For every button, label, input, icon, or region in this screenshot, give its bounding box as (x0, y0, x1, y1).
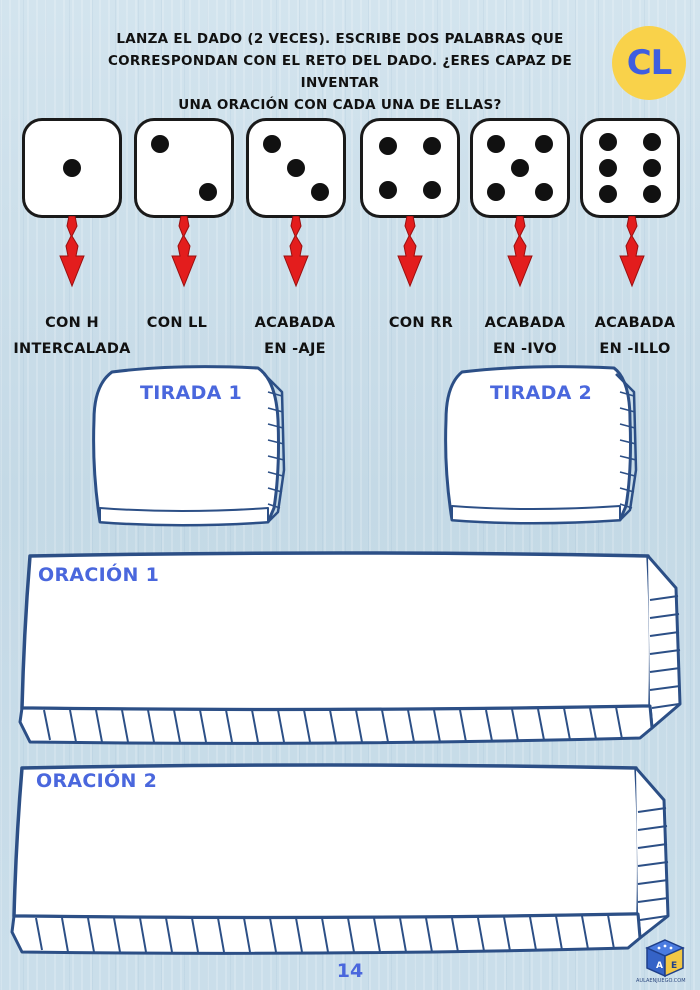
arrow-down-icon (171, 216, 197, 288)
logo-letter-a: A (656, 961, 663, 971)
page-number: 14 (336, 960, 364, 982)
challenge-label-line: CON H (45, 315, 99, 331)
oracion-2-frame (10, 763, 670, 955)
challenge-label-4: CON RR (366, 310, 476, 336)
die-pip (487, 183, 505, 201)
arrow-down-icon (59, 216, 85, 288)
instructions-line-1: LANZA EL DADO (2 VECES). ESCRIBE DOS PAL… (116, 31, 564, 47)
die-pip (199, 183, 217, 201)
die-pip (643, 185, 661, 203)
tirada-1-title: TIRADA 1 (140, 382, 243, 404)
die-pip (599, 185, 617, 203)
subject-badge: CL (612, 26, 686, 100)
challenge-label-3: ACABADA EN -AJE (240, 310, 350, 362)
arrow-down-icon (397, 216, 423, 288)
die-pip (311, 183, 329, 201)
arrow-down-icon (283, 216, 309, 288)
oracion-2-title: ORACIÓN 2 (36, 770, 158, 792)
challenge-label-line: EN -ILLO (599, 341, 671, 357)
tirada-2-title: TIRADA 2 (490, 382, 593, 404)
instructions-line-3: UNA ORACIÓN CON CADA UNA DE ELLAS? (178, 97, 502, 113)
challenge-label-line: CON RR (388, 315, 454, 331)
tirada-1-answer-area[interactable] (104, 410, 264, 506)
challenge-label-6: ACABADA EN -ILLO (580, 310, 690, 362)
challenge-label-line: ACABADA (594, 315, 676, 331)
die-pip (599, 133, 617, 151)
oracion-2-answer-area[interactable] (26, 798, 632, 910)
challenge-label-1: CON H INTERCALADA (12, 310, 132, 362)
die-pip (263, 135, 281, 153)
die-pip (379, 137, 397, 155)
die-pip (599, 159, 617, 177)
tirada-2-answer-area[interactable] (456, 410, 616, 504)
challenge-label-line: EN -IVO (493, 341, 557, 357)
die-pip (63, 159, 81, 177)
challenge-label-line: ACABADA (254, 315, 336, 331)
die-pip (423, 181, 441, 199)
die-pip (643, 159, 661, 177)
oracion-1-answer-area[interactable] (34, 592, 642, 702)
die-pip (379, 181, 397, 199)
die-pip (151, 135, 169, 153)
die-pip (487, 135, 505, 153)
die-pip (535, 183, 553, 201)
arrow-down-icon (619, 216, 645, 288)
die-face-2 (134, 118, 234, 218)
oracion-1-title: ORACIÓN 1 (38, 564, 160, 586)
challenge-label-line: CON LL (146, 315, 208, 331)
dice-logo-icon: A E (645, 939, 685, 978)
arrow-down-icon (507, 216, 533, 288)
die-face-4 (360, 118, 460, 218)
die-pip (643, 133, 661, 151)
challenge-label-line: EN -AJE (264, 341, 326, 357)
challenge-label-2: CON LL (122, 310, 232, 336)
challenge-label-5: ACABADA EN -IVO (470, 310, 580, 362)
instructions-line-2: CORRESPONDAN CON EL RETO DEL DADO. ¿ERES… (107, 53, 573, 91)
tirada-2-frame (444, 365, 638, 525)
instructions: LANZA EL DADO (2 VECES). ESCRIBE DOS PAL… (90, 28, 590, 116)
oracion-1-frame (18, 551, 682, 745)
die-pip (535, 135, 553, 153)
challenge-label-line: INTERCALADA (13, 341, 131, 357)
logo-text: AULAENJUEGO.COM (636, 978, 686, 984)
tirada-1-frame (92, 365, 286, 527)
die-pip (287, 159, 305, 177)
challenge-label-line: ACABADA (484, 315, 566, 331)
die-pip (511, 159, 529, 177)
die-pip (423, 137, 441, 155)
logo-letter-e: E (671, 961, 677, 971)
